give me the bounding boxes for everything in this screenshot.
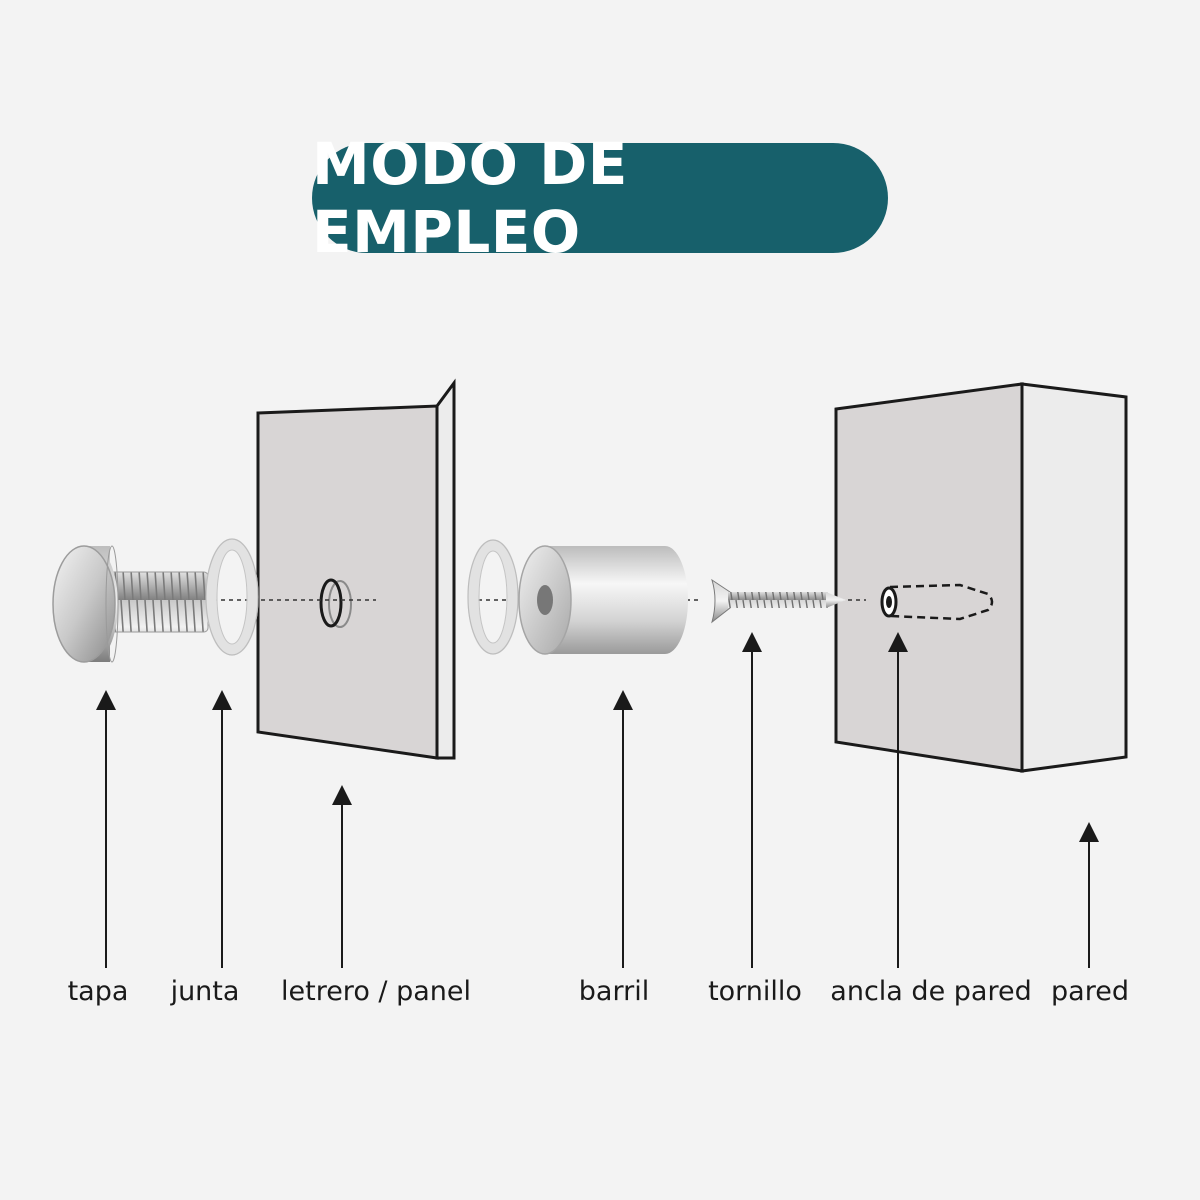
label-ancla: ancla de pared — [830, 976, 1032, 1007]
label-barril: barril — [578, 976, 650, 1007]
screw-part — [711, 578, 846, 624]
gasket-washer — [205, 538, 259, 656]
label-pared: pared — [1051, 976, 1129, 1007]
wall-side-face — [1020, 382, 1128, 773]
barrel-hole — [537, 585, 553, 615]
label-tornillo: tornillo — [708, 976, 802, 1007]
screw-head — [711, 578, 731, 624]
barrel-washer — [467, 539, 519, 655]
label-arrows — [96, 632, 1099, 968]
sign-panel-edge — [435, 378, 456, 760]
cap-face — [52, 545, 116, 663]
title-banner: MODO DE EMPLEO — [312, 130, 888, 266]
wall-block — [834, 382, 1128, 773]
label-panel: letrero / panel — [280, 976, 472, 1007]
sign-panel — [256, 378, 456, 760]
panel-hole-front — [319, 578, 343, 628]
wall-front-face — [834, 382, 1024, 773]
sign-panel-face — [256, 404, 439, 760]
panel-hole-back — [328, 580, 352, 628]
cap-part — [52, 545, 209, 663]
cap-thread — [107, 571, 209, 633]
barrel-part — [518, 545, 688, 655]
screw-shank — [728, 592, 828, 608]
label-junta: junta — [170, 976, 240, 1007]
wall-anchor — [880, 583, 994, 621]
label-tapa: tapa — [67, 976, 129, 1007]
page-title: MODO DE EMPLEO — [312, 130, 628, 266]
